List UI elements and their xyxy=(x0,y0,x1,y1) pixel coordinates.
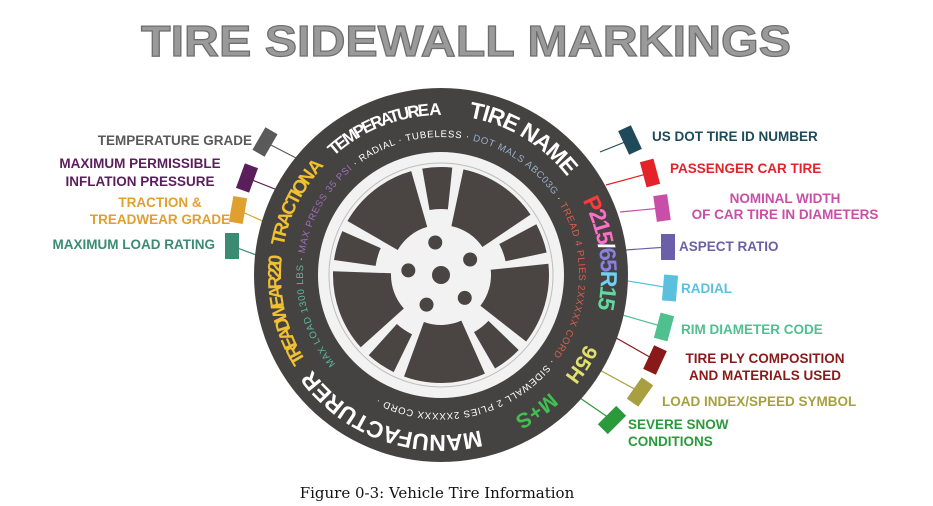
color-tab xyxy=(626,377,654,407)
spoke-window xyxy=(334,231,381,266)
center-bore xyxy=(432,266,450,284)
leader-line xyxy=(605,172,651,186)
color-tab xyxy=(235,163,259,193)
label-traction-treadwear: TRACTION &TREADWEAR GRADE xyxy=(90,195,230,227)
label-rim-diameter: RIM DIAMETER CODE xyxy=(681,322,823,337)
rim-edge xyxy=(328,162,554,388)
spoke-window xyxy=(451,169,531,248)
label-passenger-car: PASSENGER CAR TIRE xyxy=(670,161,821,176)
label-us-dot-id: US DOT TIRE ID NUMBER xyxy=(652,129,818,144)
leader-line xyxy=(619,207,663,213)
label-aspect-ratio: ASPECT RATIO xyxy=(679,239,779,254)
color-tab xyxy=(643,345,667,375)
spoke-window xyxy=(474,320,519,369)
color-tab xyxy=(597,405,627,435)
lug-hole xyxy=(419,297,434,312)
label-max-load-rating: MAXIMUM LOAD RATING xyxy=(53,237,215,252)
color-tab xyxy=(639,158,661,188)
leader-line xyxy=(621,279,671,289)
lug-hole xyxy=(457,290,472,305)
spoke-window xyxy=(480,263,549,342)
spoke-window xyxy=(333,271,404,348)
color-tab xyxy=(653,312,675,342)
color-tab xyxy=(228,195,248,225)
spoke-window xyxy=(499,224,547,262)
lug-hole xyxy=(463,252,478,267)
lug-hole xyxy=(428,235,443,250)
color-tab xyxy=(653,194,671,222)
spoke-window xyxy=(347,171,428,250)
lug-hole xyxy=(401,263,416,278)
color-tab xyxy=(252,127,278,157)
wheel-lug-holes xyxy=(401,235,478,312)
spoke-window xyxy=(422,167,453,211)
spoke-window xyxy=(368,324,413,373)
label-temperature-grade: TEMPERATURE GRADE xyxy=(98,133,252,148)
diagram-title: TIRE SIDEWALL MARKINGS xyxy=(141,17,791,66)
color-tab xyxy=(618,125,642,155)
label-load-index-speed: LOAD INDEX/SPEED SYMBOL xyxy=(662,394,856,409)
color-tab xyxy=(661,274,679,302)
leader-line xyxy=(624,246,669,251)
color-tab xyxy=(661,234,675,260)
leader-line xyxy=(595,367,641,393)
wheel-spoke-windows xyxy=(333,167,549,383)
spoke-window xyxy=(404,320,485,383)
figure-caption: Figure 0-3: Vehicle Tire Information xyxy=(300,484,575,502)
color-tab xyxy=(225,233,239,259)
label-radial: RADIAL xyxy=(681,281,732,296)
color-tabs-group xyxy=(225,125,679,435)
